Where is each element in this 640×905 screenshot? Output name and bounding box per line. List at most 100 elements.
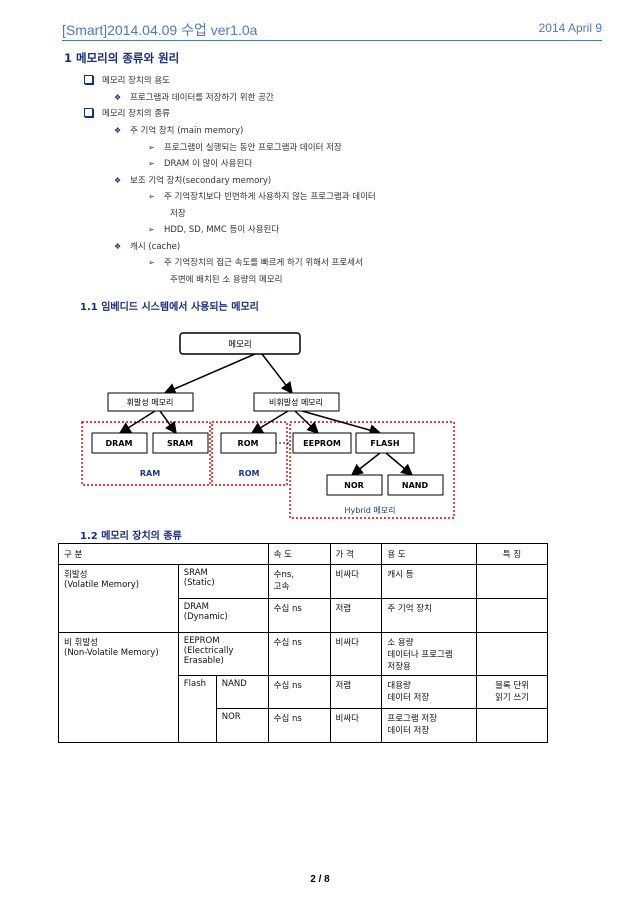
eeprom-speed: 수십 ns [267,632,331,676]
dram-name: DRAM(Dynamic) [177,598,269,633]
dram-price: 저렴 [329,598,383,633]
outline-text: 프로그램과 데이터를 저장하기 위한 공간 [130,93,274,103]
nonvolatile-label: 비 휘발성(Non-Volatile Memory) [58,632,179,743]
outline-item: ➢ 주 기억장치의 접근 속도를 빠르게 하기 위해서 프로세서 [148,256,363,268]
outline-item: 메모리 장치의 종류 [84,107,170,119]
arrow-bullet-icon: ➢ [148,143,155,152]
ram-group-label: RAM [140,469,160,478]
sram-label: SRAM [167,439,193,448]
nor-speed: 수십 ns [267,708,331,743]
dram-feature [476,598,548,633]
header-feature: 특 징 [476,543,548,565]
dram-use: 주 기억 장치 [381,598,478,633]
square-bullet-icon [84,108,93,117]
eeprom-label: EEPROM [303,439,341,448]
flash-label: FLASH [370,439,399,448]
nand-box [387,474,444,496]
sram-speed: 수ns,고속 [267,564,331,599]
outline-item: 주변에 배치된 소 용량의 메모리 [170,273,282,285]
outline-text: 메모리 장치의 용도 [102,76,170,86]
outline-text: DRAM 이 많이 사용된다 [164,159,253,169]
nor-feature [476,708,548,743]
section-1-2-heading: 1.2 메모리 장치의 종류 [80,531,182,542]
outline-item: 메모리 장치의 용도 [84,74,170,86]
outline-text: 캐시 (cache) [130,242,181,252]
sram-price: 비싸다 [329,564,383,599]
outline-item: ❖ 캐시 (cache) [114,240,180,252]
header-title: [Smart]2014.04.09 수업 ver1.0a [62,22,258,38]
diamond-bullet-icon: ❖ [114,176,122,185]
dram-speed: 수십 ns [267,598,331,633]
table-row: 휘발성(Volatile Memory) SRAM(Static) 수ns,고속… [58,564,548,633]
nand-price: 저렴 [329,675,383,709]
rom-box [220,432,277,454]
hybrid-group-label: Hybrid 메모리 [344,506,395,515]
outline-item: ❖ 프로그램과 데이터를 저장하기 위한 공간 [114,91,274,103]
nor-box [326,474,383,496]
flash-name: Flash [177,675,217,743]
header-date: 2014 April 9 [538,21,602,35]
square-bullet-icon [84,75,93,84]
outline-item: 저장 [170,207,186,219]
rom-group-box [211,421,288,486]
outline-text: 주 기억장치의 접근 속도를 빠르게 하기 위해서 프로세서 [164,258,363,268]
outline-text: 주 기억장치보다 빈번하게 사용하지 않는 프로그램과 데이터 [164,192,376,202]
header-price: 가 격 [329,543,383,565]
outline-text: 주변에 배치된 소 용량의 메모리 [170,275,283,285]
outline-item: ❖ 보조 기억 장치(secondary memory) [114,174,271,186]
dram-box [91,432,148,454]
outline-item: ➢ 주 기억장치보다 빈번하게 사용하지 않는 프로그램과 데이터 [148,190,376,202]
outline-item: ➢DRAM 이 많이 사용된다 [148,157,252,169]
hybrid-group-box [289,421,455,519]
nand-name: NAND [215,675,269,709]
nand-label: NAND [402,481,429,490]
nand-speed: 수십 ns [267,675,331,709]
header-kind: 구 분 [58,543,269,565]
table-header-row: 구 분 속 도 가 격 용 도 특 징 [58,543,548,565]
nonvolatile-memory-label: 비휘발성 메모리 [269,397,323,407]
memory-root-label: 메모리 [228,340,251,350]
diamond-bullet-icon: ❖ [114,242,122,251]
outline-text: 저장 [170,209,186,219]
table-row: 비 휘발성(Non-Volatile Memory) EEPROM(Electr… [58,632,548,743]
memory-root-box [179,332,301,355]
outline-text: 메모리 장치의 종류 [102,109,170,119]
eeprom-feature [476,632,548,676]
outline-item: ➢ 프로그램이 실행되는 동안 프로그램과 데이터 저장 [148,141,342,153]
section-1-heading: 1 메모리의 종류와 원리 [64,51,180,65]
arrow-bullet-icon: ➢ [148,258,155,267]
section-1-1-heading: 1.1 임베디드 시스템에서 사용되는 메모리 [80,302,259,313]
arrow-bullet-icon: ➢ [148,225,155,234]
eeprom-box [292,432,352,454]
diamond-bullet-icon: ❖ [114,93,122,102]
nonvolatile-memory-box [253,392,340,412]
dram-label: DRAM [106,439,133,448]
header-divider [62,40,602,41]
outline-item: ❖ 주 기억 장치 (main memory) [114,124,243,136]
sram-use: 캐시 등 [381,564,478,599]
nor-label: NOR [344,481,364,490]
rom-group-label: ROM [239,469,260,478]
outline-text: 주 기억 장치 (main memory) [130,126,244,136]
sram-feature [476,564,548,599]
arrow-bullet-icon: ➢ [148,192,155,201]
outline-text: 프로그램이 실행되는 동안 프로그램과 데이터 저장 [164,143,342,153]
outline-text: 보조 기억 장치(secondary memory) [130,176,272,186]
outline-text: HDD, SD, MMC 등이 사용된다 [164,225,280,235]
nor-name: NOR [215,708,269,743]
outline-item: ➢ HDD, SD, MMC 등이 사용된다 [148,223,279,235]
memory-hierarchy-diagram: 메모리 휘발성 메모리 비휘발성 메모리 DRAM SRAM ROM EEPRO… [81,332,455,519]
diamond-bullet-icon: ❖ [114,126,122,135]
nor-price: 비싸다 [329,708,383,743]
volatile-label: 휘발성(Volatile Memory) [58,564,179,633]
flash-box [355,432,415,454]
volatile-memory-box [107,392,194,412]
table-row: DRAM(Dynamic) 수십 ns 저렴 주 기억 장치 [59,598,548,633]
memory-types-table: 구 분 속 도 가 격 용 도 특 징 휘발성(Volatile Memory)… [58,543,548,743]
